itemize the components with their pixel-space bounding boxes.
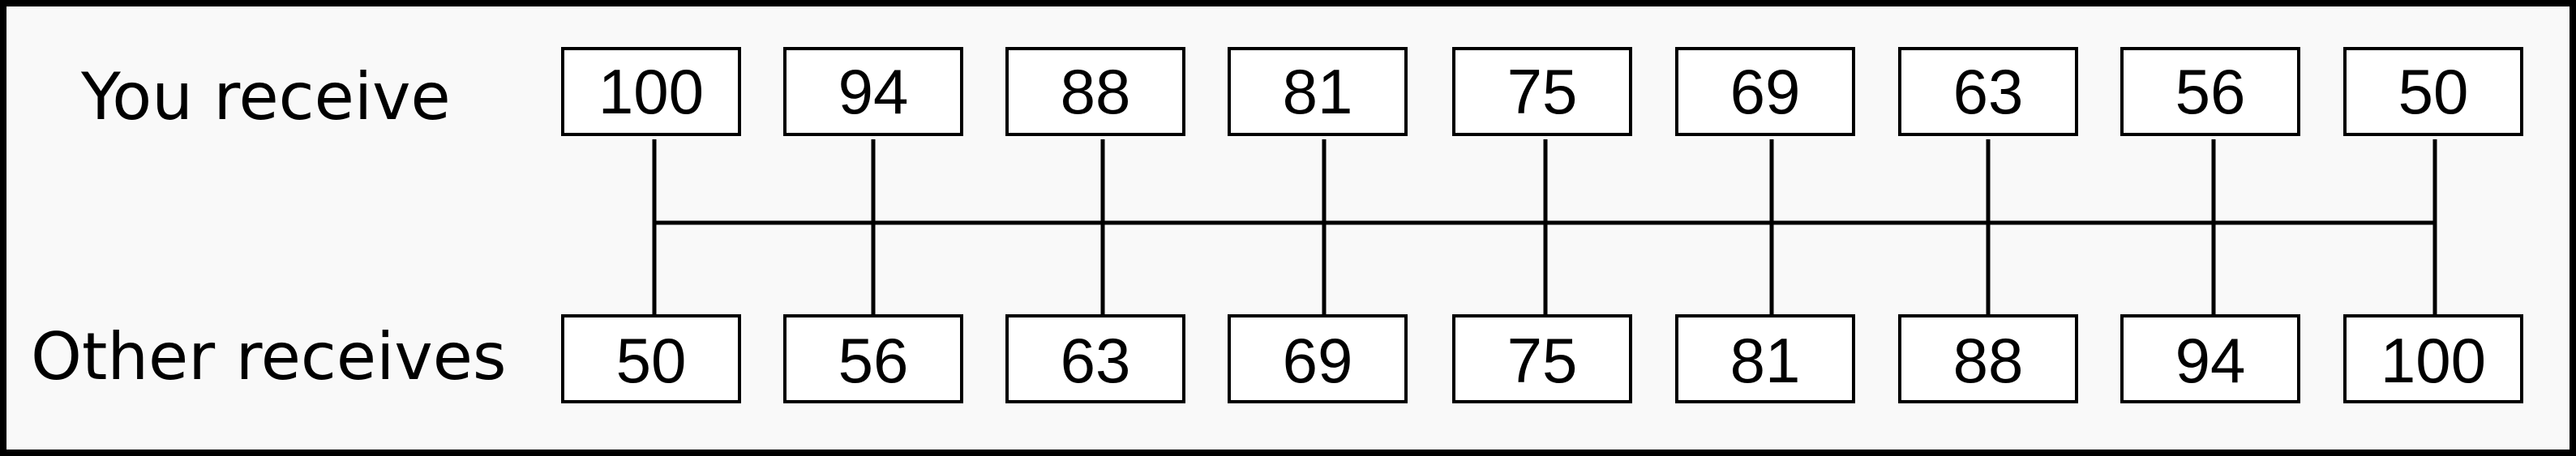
- other-receives-box-1: [561, 314, 741, 403]
- you-receive-value-9: 50: [2398, 56, 2469, 127]
- other-receives-label: Other receives: [31, 319, 507, 394]
- other-receives-value-4: 69: [1283, 325, 1353, 396]
- you-receive-box-1: [561, 47, 741, 136]
- you-receive-value-7: 63: [1953, 56, 2024, 127]
- other-receives-box-3: [1005, 314, 1185, 403]
- other-receives-box-6: [1675, 314, 1855, 403]
- other-receives-value-9: 100: [2381, 325, 2486, 396]
- you-receive-box-9: [2343, 47, 2523, 136]
- you-receive-label: You receive: [80, 59, 451, 134]
- you-receive-box-8: [2120, 47, 2300, 136]
- you-receive-value-2: 94: [838, 56, 909, 127]
- you-receive-value-3: 88: [1061, 56, 1131, 127]
- you-receive-box-7: [1898, 47, 2078, 136]
- other-receives-box-2: [783, 314, 963, 403]
- you-receive-box-5: [1452, 47, 1632, 136]
- other-receives-value-1: 50: [616, 325, 687, 396]
- other-receives-value-2: 56: [838, 325, 909, 396]
- other-receives-value-7: 88: [1953, 325, 2024, 396]
- you-receive-value-5: 75: [1507, 56, 1578, 127]
- other-receives-value-8: 94: [2175, 325, 2246, 396]
- other-receives-box-7: [1898, 314, 2078, 403]
- you-receive-value-8: 56: [2175, 56, 2246, 127]
- you-receive-value-4: 81: [1283, 56, 1353, 127]
- you-receive-box-4: [1228, 47, 1408, 136]
- you-receive-box-3: [1005, 47, 1185, 136]
- other-receives-value-5: 75: [1507, 325, 1578, 396]
- other-receives-box-9: [2343, 314, 2523, 403]
- you-receive-box-2: [783, 47, 963, 136]
- other-receives-box-5: [1452, 314, 1632, 403]
- other-receives-value-6: 81: [1730, 325, 1801, 396]
- other-receives-box-8: [2120, 314, 2300, 403]
- you-receive-box-6: [1675, 47, 1855, 136]
- option-columns: 100 50 94 56 88 63 81 69 75 75 69 81 63 88 56 94 50 100: [561, 47, 2523, 403]
- other-receives-box-4: [1228, 314, 1408, 403]
- you-receive-value-6: 69: [1730, 56, 1801, 127]
- you-receive-value-1: 100: [598, 56, 704, 127]
- other-receives-value-3: 63: [1061, 325, 1131, 396]
